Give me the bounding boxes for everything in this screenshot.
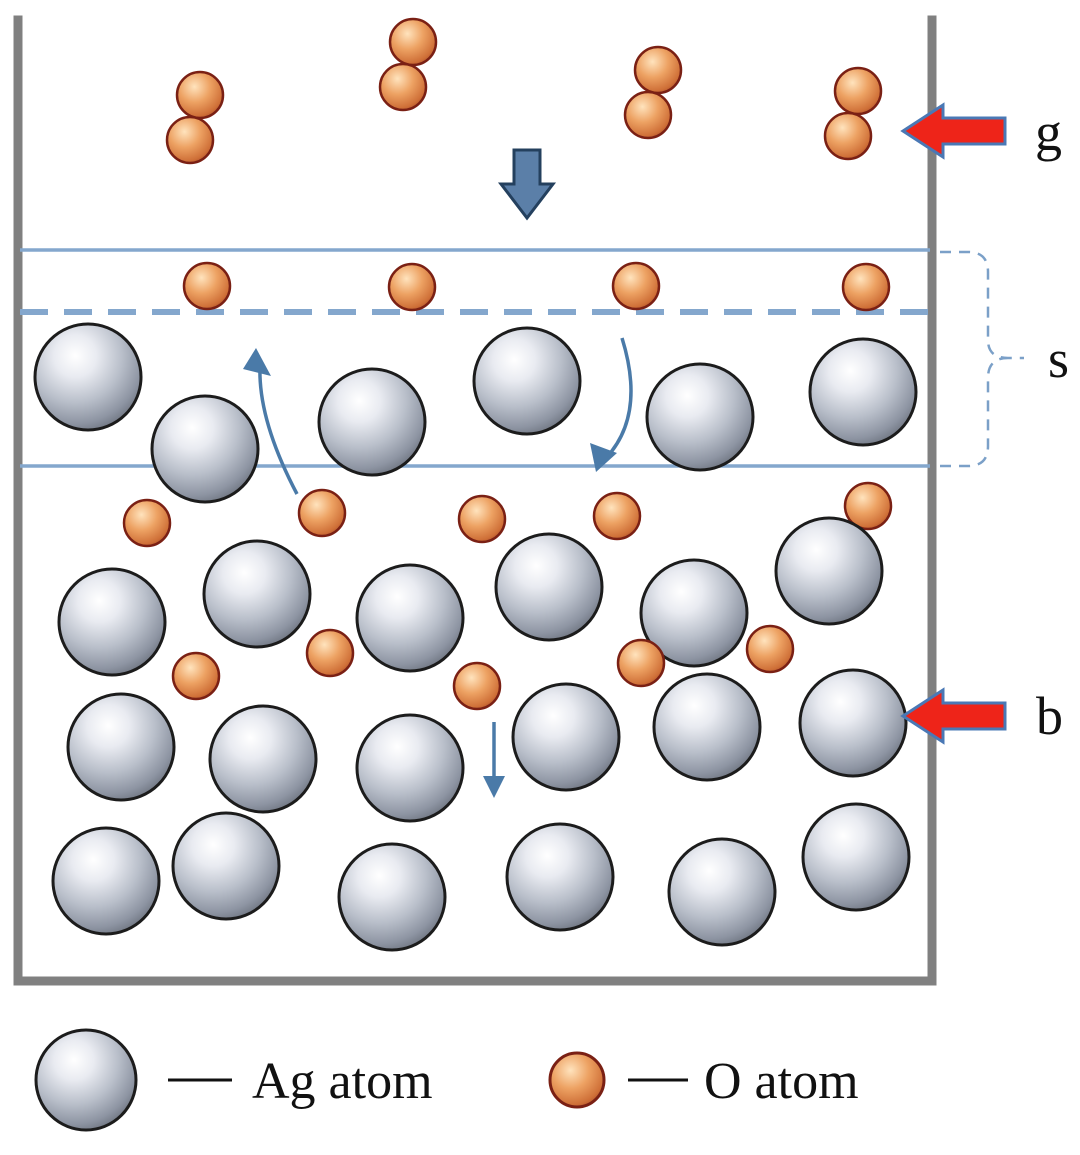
ag-atom	[505, 822, 615, 932]
ag-atom	[798, 668, 908, 778]
o-atom	[388, 17, 438, 67]
ag-atom	[472, 326, 582, 436]
ag-atom	[171, 811, 281, 921]
container-walls	[13, 15, 937, 986]
ag-atom	[801, 802, 911, 912]
gas-label: g	[1035, 102, 1062, 162]
o-atom	[378, 62, 428, 112]
o-atom	[623, 90, 673, 140]
o-atom	[745, 624, 795, 674]
legend: Ag atom O atom	[34, 1028, 859, 1132]
o-atom	[297, 488, 347, 538]
gas-down-arrow-icon	[497, 148, 557, 221]
surface-region-brace	[940, 250, 1024, 468]
bulk-label: b	[1036, 686, 1063, 746]
o-atom	[843, 481, 893, 531]
desorption-curved-arrow	[243, 348, 299, 495]
ag-atom	[355, 713, 465, 823]
o-atom	[457, 494, 507, 544]
bulk-o-atoms	[171, 624, 795, 711]
ag-atom	[208, 704, 318, 814]
o-atom	[305, 628, 355, 678]
ag-atom	[317, 367, 427, 477]
ag-atom	[808, 337, 918, 447]
ag-atom	[66, 692, 176, 802]
gas-region-arrow	[900, 102, 1007, 160]
adsorbed-o-atoms	[182, 261, 891, 312]
ag-atom	[337, 842, 447, 952]
legend-ag-label: Ag atom	[252, 1053, 433, 1110]
o-atom	[387, 262, 437, 312]
surface-label: s	[1048, 329, 1069, 389]
ag-atom	[57, 567, 167, 677]
o-atom	[611, 261, 661, 311]
ag-atom	[774, 516, 884, 626]
o-atom	[616, 638, 666, 688]
bulk-diffusion-arrow	[483, 722, 505, 798]
o-atom	[171, 651, 221, 701]
ag-atom	[33, 322, 143, 432]
ag-atom	[202, 539, 312, 649]
ag-atom	[652, 672, 762, 782]
o-atom	[175, 70, 225, 120]
legend-o-sphere	[548, 1051, 606, 1109]
o-atom	[122, 498, 172, 548]
subsurface-o-atoms	[122, 481, 893, 548]
bulk-region-arrow	[900, 687, 1007, 745]
ag-atom	[150, 394, 260, 504]
ag-atom	[51, 826, 161, 936]
o-atom	[823, 111, 873, 161]
gas-o2-molecules	[165, 17, 883, 165]
o-atom	[182, 261, 232, 311]
ag-atom	[645, 362, 755, 472]
legend-o-label: O atom	[704, 1053, 859, 1110]
o-atom	[165, 115, 215, 165]
o-atom	[833, 66, 883, 116]
o-atom	[841, 262, 891, 312]
bulk-ag-atoms	[51, 516, 911, 952]
absorption-curved-arrow	[590, 337, 633, 472]
legend-ag-sphere	[34, 1028, 138, 1132]
o-atom	[452, 661, 502, 711]
ag-atom	[494, 532, 604, 642]
ag-atom	[511, 682, 621, 792]
o-atom	[592, 491, 642, 541]
ag-atom	[639, 558, 749, 668]
surface-ag-atoms	[33, 322, 918, 504]
ag-atom	[355, 563, 465, 673]
o-atom	[633, 45, 683, 95]
ag-atom	[667, 837, 777, 947]
